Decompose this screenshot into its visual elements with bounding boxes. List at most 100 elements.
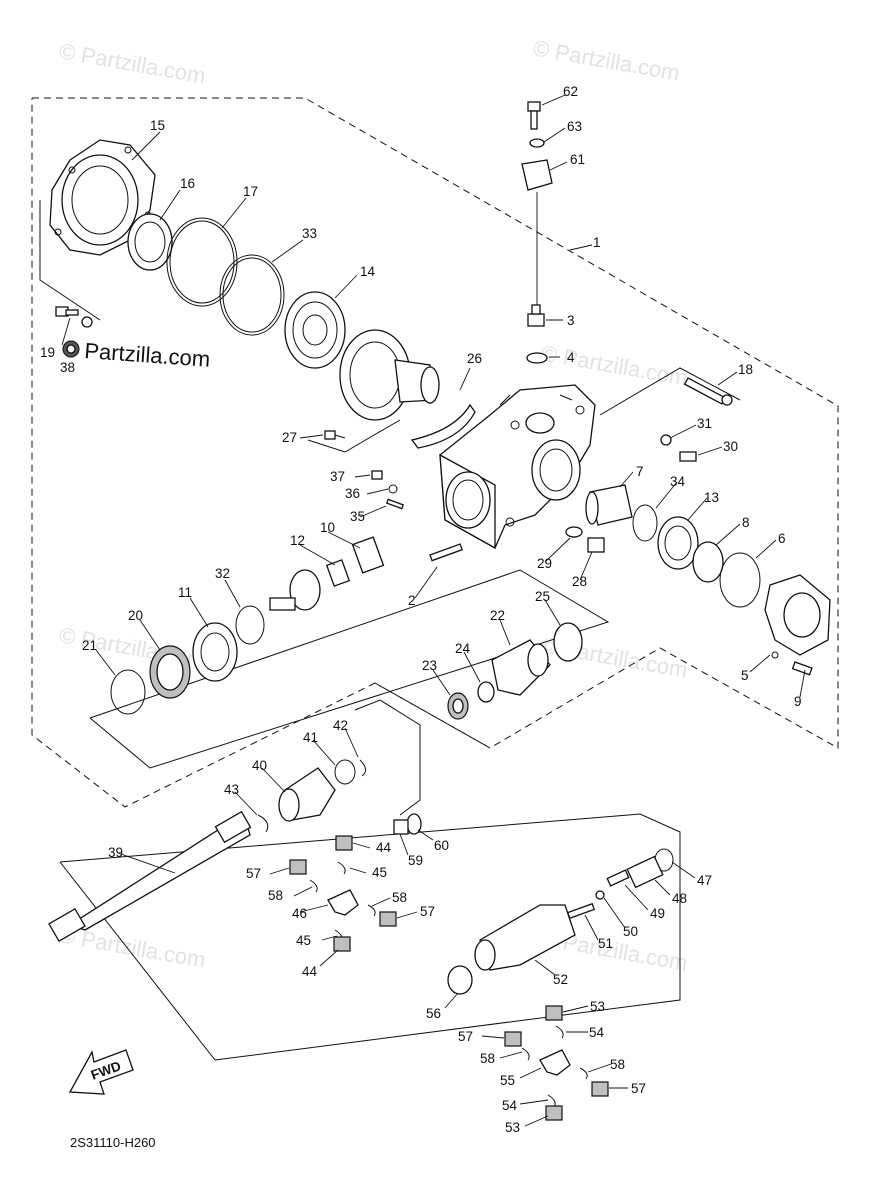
bolt-30 <box>679 451 697 462</box>
watermark-3: © Partzilla.com <box>539 340 689 390</box>
frame-18 <box>599 367 741 416</box>
leader-lines <box>61 94 806 1127</box>
label-1: 1 <box>593 235 601 250</box>
yoke-40 <box>278 767 336 822</box>
part-26-shim <box>410 403 476 449</box>
label-28: 28 <box>572 574 587 589</box>
part-17-o-ring <box>166 217 238 307</box>
label-19: 19 <box>40 345 55 360</box>
label-44b: 44 <box>302 964 318 979</box>
pin-49 <box>606 869 630 887</box>
washer-36 <box>388 484 398 494</box>
ring-21 <box>110 669 146 715</box>
diagram-code: 2S31110-H260 <box>70 1135 156 1150</box>
label-47: 47 <box>697 873 712 888</box>
label-62: 62 <box>563 84 578 99</box>
clip-42 <box>359 759 366 777</box>
gasket-4 <box>526 352 548 364</box>
bearing-11 <box>192 622 238 682</box>
driveshaft-frame <box>59 813 681 1061</box>
part-labels: 1 2 3 4 5 6 7 8 9 10 11 12 13 14 15 16 1… <box>40 84 802 1135</box>
label-41: 41 <box>303 730 318 745</box>
label-45b: 45 <box>296 933 311 948</box>
ring-8 <box>692 541 724 583</box>
washer-left <box>81 316 93 328</box>
coupler-48 <box>626 855 664 889</box>
yoke-52 <box>474 904 576 971</box>
label-33: 33 <box>302 226 317 241</box>
sleeve-7 <box>585 484 633 526</box>
washer-24 <box>477 681 495 703</box>
label-44: 44 <box>376 840 392 855</box>
label-54b: 54 <box>502 1098 518 1113</box>
label-17: 17 <box>243 184 258 199</box>
label-59: 59 <box>408 853 423 868</box>
label-60: 60 <box>434 838 449 853</box>
label-12: 12 <box>290 533 305 548</box>
seal-56 <box>447 965 473 995</box>
stud-2 <box>429 543 463 562</box>
label-50: 50 <box>623 924 638 939</box>
label-55: 55 <box>500 1073 515 1088</box>
bolt-19 <box>55 306 79 317</box>
seal-25 <box>553 622 583 662</box>
bolt-18 <box>683 377 733 406</box>
label-49: 49 <box>650 906 665 921</box>
part-15-cover <box>49 139 156 256</box>
pinion-gear <box>269 569 321 611</box>
label-14: 14 <box>360 264 376 279</box>
fwd-arrow-icon: FWD <box>68 1049 134 1095</box>
label-57b: 57 <box>420 904 435 919</box>
label-36: 36 <box>345 486 360 501</box>
label-37: 37 <box>330 469 345 484</box>
label-3: 3 <box>567 313 575 328</box>
bolt-27 <box>324 430 346 440</box>
nut-59 <box>393 819 409 835</box>
label-21: 21 <box>82 638 97 653</box>
label-57d: 57 <box>631 1081 646 1096</box>
label-6: 6 <box>778 531 786 546</box>
label-40: 40 <box>252 758 267 773</box>
ujoint-right <box>504 1005 609 1121</box>
gear-case-housing <box>439 384 596 550</box>
label-45: 45 <box>372 865 387 880</box>
plug-28 <box>587 537 605 553</box>
bolt-9 <box>791 661 813 676</box>
washer-31 <box>660 434 672 446</box>
label-34: 34 <box>670 474 686 489</box>
bolt-51 <box>566 902 596 920</box>
label-18: 18 <box>738 362 753 377</box>
label-29: 29 <box>537 556 552 571</box>
label-39: 39 <box>108 845 123 860</box>
shaft-group-boundary <box>374 682 491 749</box>
label-23: 23 <box>422 658 437 673</box>
ring-41 <box>334 759 356 785</box>
label-30: 30 <box>723 439 738 454</box>
nut-23 <box>447 692 469 720</box>
assembly-boundaries <box>31 97 839 808</box>
part-14-bearing <box>284 291 346 369</box>
label-11: 11 <box>178 585 192 600</box>
watermark-1: © Partzilla.com <box>57 38 207 88</box>
label-24: 24 <box>455 641 471 656</box>
label-16: 16 <box>180 176 195 191</box>
label-7: 7 <box>636 464 644 479</box>
part-17-o-ring-inner <box>169 220 235 304</box>
label-58d: 58 <box>610 1057 625 1072</box>
label-52: 52 <box>553 972 568 987</box>
washer-63 <box>529 138 545 148</box>
label-4: 4 <box>567 350 575 365</box>
label-31: 31 <box>697 416 712 431</box>
label-63: 63 <box>567 119 582 134</box>
label-46: 46 <box>292 906 307 921</box>
clip-43 <box>257 814 269 833</box>
label-15: 15 <box>150 118 165 133</box>
label-51: 51 <box>598 936 613 951</box>
drive-shaft-39 <box>48 810 252 943</box>
label-43: 43 <box>224 782 239 797</box>
label-38: 38 <box>60 360 75 375</box>
label-57c: 57 <box>458 1029 473 1044</box>
label-54: 54 <box>589 1025 605 1040</box>
label-48: 48 <box>672 891 687 906</box>
label-56: 56 <box>426 1006 441 1021</box>
